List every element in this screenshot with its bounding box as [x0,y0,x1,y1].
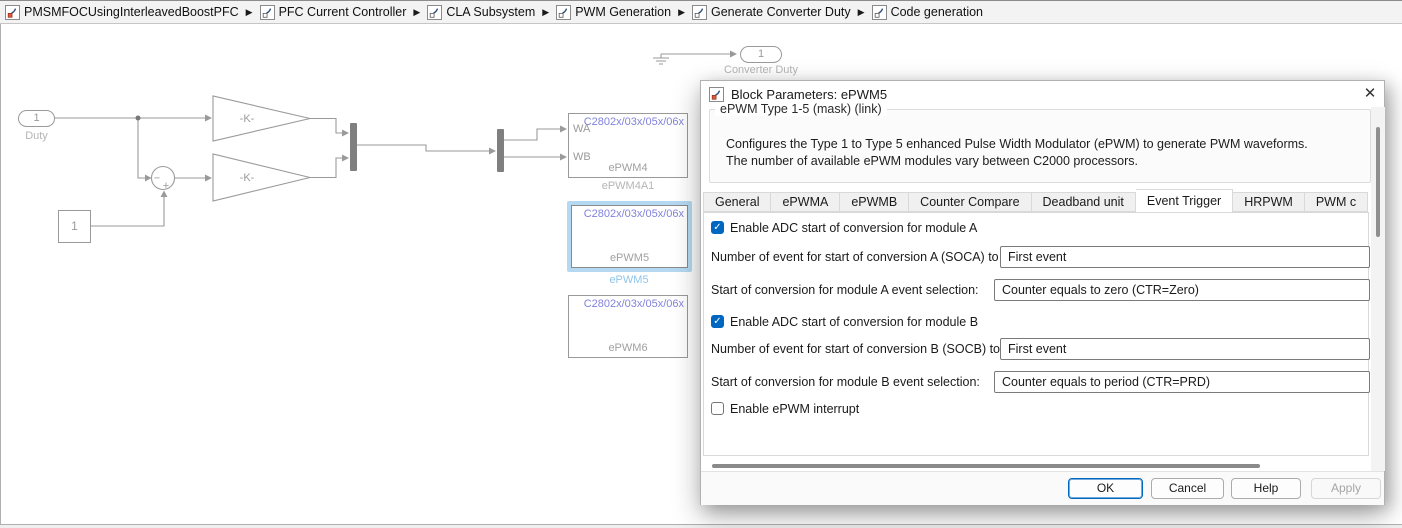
epwm5-name: ePWM5 [609,252,650,264]
cancel-button[interactable]: Cancel [1151,478,1224,499]
breadcrumb-label: Code generation [890,5,983,19]
epwm6-chip-text: C2802x/03x/05x/06x [583,298,684,310]
dialog-tab-bar: General ePWMA ePWMB Counter Compare Dead… [703,189,1369,212]
outport-label: Converter Duty [724,64,798,76]
socb-enable-checkbox[interactable]: ✓ [711,315,724,328]
breadcrumb-item-cla[interactable]: CLA Subsystem [427,4,536,20]
tab-event-trigger[interactable]: Event Trigger [1135,189,1234,212]
mask-description-panel: Configures the Type 1 to Type 5 enhanced… [709,109,1371,183]
epwm5-block[interactable]: C2802x/03x/05x/06x ePWM5 [571,205,688,268]
outport-block[interactable]: 1 [740,46,782,63]
socb-event-dropdown[interactable]: Counter equals to period (CTR=PRD) [994,371,1370,393]
soca-enable-label: Enable ADC start of conversion for modul… [730,221,978,235]
tab-general[interactable]: General [703,192,772,212]
vertical-scrollbar-thumb[interactable] [1376,127,1380,237]
epwm4-port-wb: WB [573,151,591,163]
socb-event-label: Start of conversion for module B event s… [711,375,980,389]
subsystem-icon [259,4,275,20]
epwm6-name: ePWM6 [608,342,648,354]
mask-description-line2: The number of available ePWM modules var… [726,154,1139,168]
constant-block[interactable]: 1 [58,210,91,243]
soca-count-label: Number of event for start of conversion … [711,250,1080,264]
soca-event-label: Start of conversion for module A event s… [711,283,979,297]
socb-count-label: Number of event for start of conversion … [711,342,1081,356]
dialog-title: Block Parameters: ePWM5 [731,87,888,102]
breadcrumb-label: PWM Generation [575,5,672,19]
tab-hrpwm[interactable]: HRPWM [1233,192,1305,212]
epwm4-block[interactable]: C2802x/03x/05x/06x WA WB ePWM4 [568,113,688,178]
dialog-titlebar[interactable]: Block Parameters: ePWM5 ✕ [701,81,1386,107]
event-trigger-tab-panel: ✓ Enable ADC start of conversion for mod… [703,212,1370,456]
breadcrumb-item-pfc[interactable]: PFC Current Controller [259,4,407,20]
subsystem-icon [5,4,20,20]
epwm5-selection-highlight: C2802x/03x/05x/06x ePWM5 [567,201,692,272]
vertical-scrollbar[interactable] [1371,107,1385,471]
subsystem-icon [691,4,707,20]
epwm5-chip-text: C2802x/03x/05x/06x [583,208,684,220]
epwm-interrupt-checkbox[interactable] [711,402,724,415]
tab-pwm-chopper[interactable]: PWM c [1304,192,1369,212]
breadcrumb-label: PMSMFOCUsingInterleavedBoostPFC [24,5,239,19]
breadcrumb-item-model[interactable]: PMSMFOCUsingInterleavedBoostPFC [5,4,239,20]
breadcrumb-arrow-icon: ▶ [413,6,421,17]
breadcrumb-arrow-icon: ▶ [678,6,685,17]
block-parameters-dialog: Block Parameters: ePWM5 ✕ Configures the… [700,80,1385,505]
epwm4-caption: ePWM4A1 [601,180,655,192]
epwm4-chip-text: C2802x/03x/05x/06x [583,116,684,128]
breadcrumb-item-pwm-generation[interactable]: PWM Generation [556,4,672,20]
subsystem-icon [871,4,887,20]
soca-event-dropdown[interactable]: Counter equals to zero (CTR=Zero) [994,279,1370,301]
breadcrumb-item-code-generation[interactable]: Code generation [871,4,983,20]
breadcrumb-arrow-icon: ▶ [857,6,865,17]
breadcrumb-arrow-icon: ▶ [542,6,550,17]
tab-counter-compare[interactable]: Counter Compare [909,192,1032,212]
breadcrumb-label: CLA Subsystem [446,5,536,19]
mask-legend: ePWM Type 1-5 (mask) (link) [715,102,887,116]
breadcrumb-label: Generate Converter Duty [710,5,851,19]
inport-block[interactable]: 1 [18,110,55,127]
close-icon[interactable]: ✕ [1363,85,1377,102]
tab-epwmb[interactable]: ePWMB [840,192,910,212]
subsystem-icon [427,4,443,20]
socb-count-dropdown[interactable]: First event [1000,338,1370,360]
epwm5-caption: ePWM5 [609,274,649,286]
breadcrumb-label: PFC Current Controller [278,5,407,19]
apply-button: Apply [1311,478,1381,499]
soca-enable-checkbox[interactable]: ✓ [711,221,724,234]
tab-deadband-unit[interactable]: Deadband unit [1031,192,1136,212]
epwm-interrupt-label: Enable ePWM interrupt [730,402,860,416]
inport-label: Duty [25,130,48,142]
breadcrumb-arrow-icon: ▶ [245,6,253,17]
epwm6-block[interactable]: C2802x/03x/05x/06x ePWM6 [568,295,688,358]
epwm4-name: ePWM4 [608,162,648,174]
horizontal-scrollbar-thumb[interactable] [712,464,1260,468]
soca-count-dropdown[interactable]: First event [1000,246,1370,268]
block-params-icon [709,87,724,102]
breadcrumb-item-generate-converter-duty[interactable]: Generate Converter Duty [691,4,851,20]
epwm4-port-wa: WA [573,123,591,135]
socb-enable-label: Enable ADC start of conversion for modul… [730,315,979,329]
help-button[interactable]: Help [1231,478,1301,499]
tab-epwma[interactable]: ePWMA [771,192,841,212]
mask-description-line1: Configures the Type 1 to Type 5 enhanced… [726,137,1308,151]
subsystem-icon [556,4,572,20]
dialog-footer: OK Cancel Help Apply [701,471,1384,505]
breadcrumb-toolbar: PMSMFOCUsingInterleavedBoostPFC ▶ PFC Cu… [0,0,1402,24]
ok-button[interactable]: OK [1068,478,1143,499]
